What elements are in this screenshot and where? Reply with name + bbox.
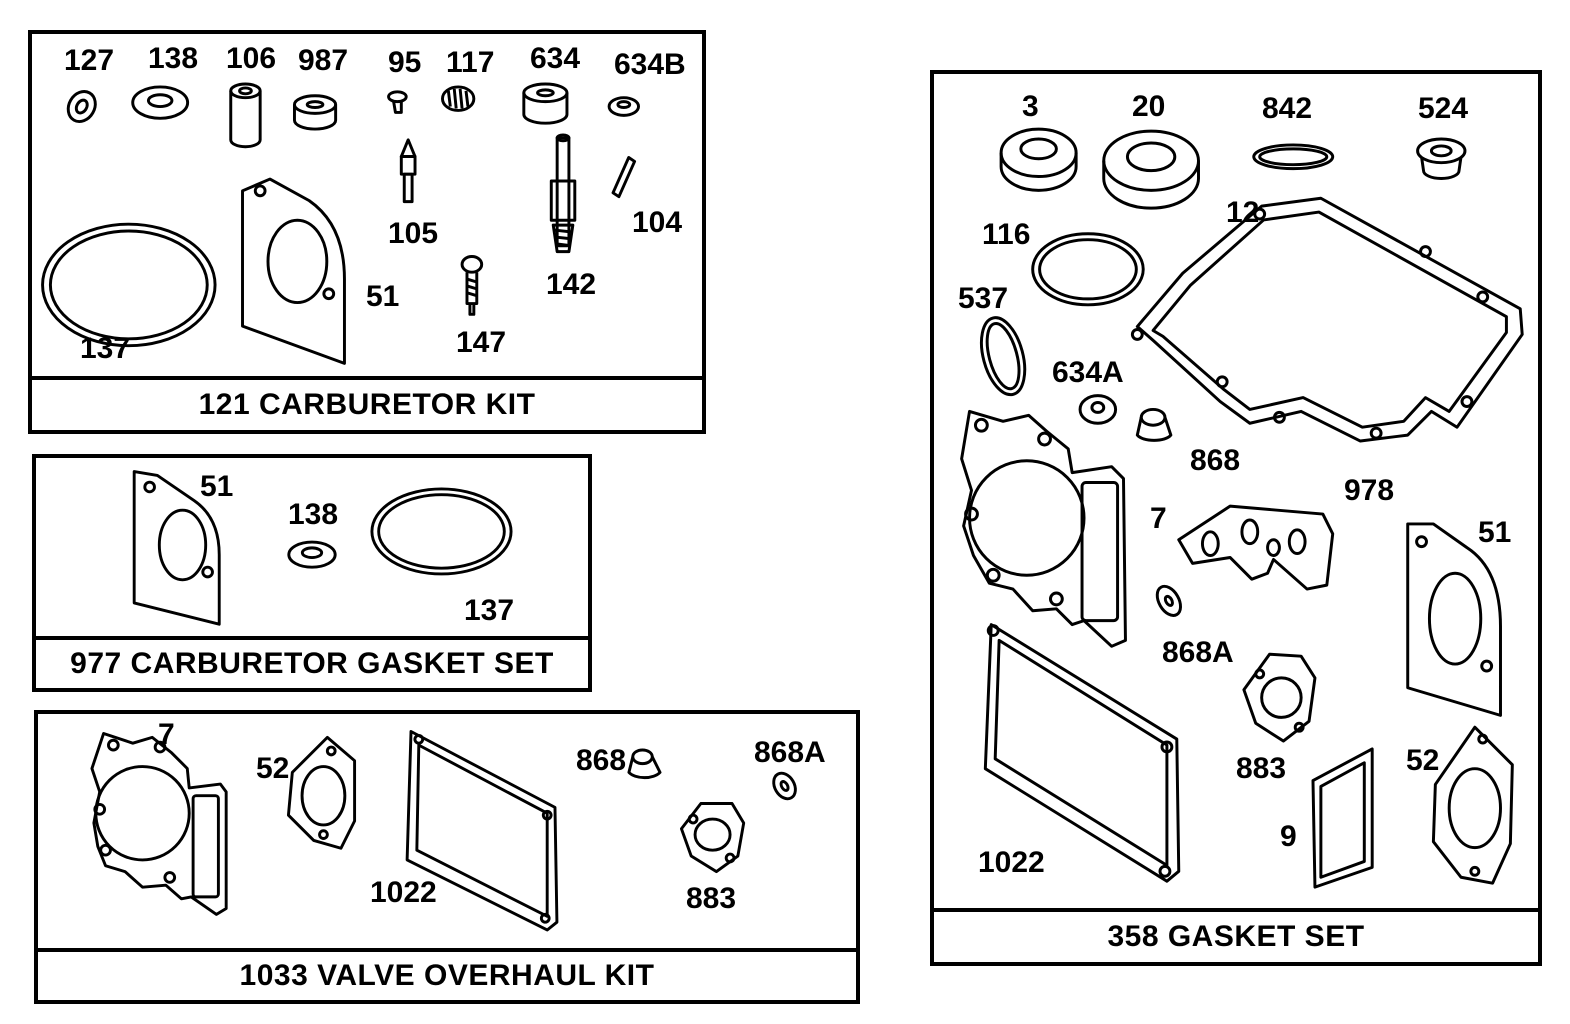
part-634a-washer-icon xyxy=(1078,394,1118,425)
callout-987: 987 xyxy=(298,44,349,77)
part-634b-washer-icon xyxy=(607,96,640,117)
callout-883: 883 xyxy=(686,882,737,915)
gasket-set-title: 358 GASKET SET xyxy=(934,908,1538,962)
part-51-gasket-icon xyxy=(1406,522,1502,717)
part-117-spring-icon xyxy=(441,85,476,112)
callout-634b: 634B xyxy=(614,48,686,81)
part-147-screw-icon xyxy=(460,255,484,316)
part-138-seal-icon xyxy=(287,540,337,569)
callout-105: 105 xyxy=(388,217,439,250)
callout-137: 137 xyxy=(80,332,131,365)
part-95-screw-icon xyxy=(387,90,408,114)
part-634-spacer-icon xyxy=(522,82,569,125)
callout-142: 142 xyxy=(546,268,597,301)
callout-117: 117 xyxy=(446,46,495,79)
part-127-washer-icon xyxy=(66,90,97,124)
callout-883: 883 xyxy=(1236,752,1287,785)
part-142-jet-icon xyxy=(549,133,577,254)
part-51-gasket-icon xyxy=(132,470,221,626)
part-137-gasket-ring-icon xyxy=(41,222,217,348)
part-9-gasket-icon xyxy=(1311,747,1374,889)
callout-95: 95 xyxy=(388,46,422,79)
callout-842: 842 xyxy=(1262,92,1313,125)
callout-52: 52 xyxy=(1406,744,1440,777)
carburetor-gasket-set-title: 977 CARBURETOR GASKET SET xyxy=(36,636,588,688)
part-524-plug-icon xyxy=(1416,137,1467,180)
part-52-intake-gasket-icon xyxy=(1431,725,1514,885)
carburetor-kit-panel: 127 138 106 987 95 117 634 634B 105 104 … xyxy=(28,30,706,434)
part-883-gasket-icon xyxy=(679,802,746,874)
callout-51: 51 xyxy=(1478,516,1512,549)
part-12-crankcase-gasket-icon xyxy=(1130,196,1524,443)
callout-3: 3 xyxy=(1022,90,1039,123)
part-105-needle-icon xyxy=(399,138,417,204)
callout-9: 9 xyxy=(1280,820,1297,853)
part-842-ring-icon xyxy=(1252,143,1335,171)
valve-overhaul-kit-title: 1033 VALVE OVERHAUL KIT xyxy=(38,948,856,1000)
callout-137: 137 xyxy=(464,594,515,627)
callout-634: 634 xyxy=(530,42,581,75)
part-51-gasket-icon xyxy=(241,177,346,365)
part-137-gasket-ring-icon xyxy=(370,487,513,576)
part-1022-cover-gasket-icon xyxy=(405,730,559,932)
valve-overhaul-kit-illustration xyxy=(90,730,797,932)
callout-51: 51 xyxy=(366,280,400,313)
gasket-set-illustration xyxy=(960,127,1524,889)
part-106-bushing-icon xyxy=(229,82,262,149)
callout-868: 868 xyxy=(1190,444,1241,477)
part-537-oring-icon xyxy=(979,316,1027,397)
part-1022-cover-gasket-icon xyxy=(983,623,1181,883)
callout-138: 138 xyxy=(148,42,199,75)
callout-537: 537 xyxy=(958,282,1009,315)
carburetor-kit-title: 121 CARBURETOR KIT xyxy=(32,376,702,430)
callout-7: 7 xyxy=(1150,502,1167,535)
callout-634a: 634A xyxy=(1052,356,1124,389)
callout-524: 524 xyxy=(1418,92,1469,125)
callout-20: 20 xyxy=(1132,90,1166,123)
part-978-breather-gasket-icon xyxy=(1177,504,1335,591)
part-883-gasket-icon xyxy=(1242,652,1317,743)
callout-12: 12 xyxy=(1226,196,1260,229)
callout-138: 138 xyxy=(288,498,339,531)
carburetor-gasket-set-illustration xyxy=(132,470,513,626)
callout-106: 106 xyxy=(226,42,277,75)
part-104-pin-icon xyxy=(611,156,637,199)
gasket-set-panel: 3 20 842 524 116 12 537 634A 868 7 978 5… xyxy=(930,70,1542,966)
part-20-seal-icon xyxy=(1102,129,1200,210)
part-868-seal-icon xyxy=(627,748,662,780)
carburetor-kit-parts-illustration xyxy=(41,82,640,365)
part-3-seal-icon xyxy=(999,127,1078,192)
callout-116: 116 xyxy=(982,218,1031,251)
part-7-head-gasket-icon xyxy=(960,409,1127,648)
part-138-seal-icon xyxy=(131,85,190,120)
part-868-seal-icon xyxy=(1135,407,1173,442)
part-987-ring-icon xyxy=(292,94,338,131)
part-116-ring-icon xyxy=(1031,232,1145,307)
callout-51: 51 xyxy=(200,470,234,503)
callout-868a: 868A xyxy=(1162,636,1234,669)
callout-147: 147 xyxy=(456,326,507,359)
part-7-head-gasket-icon xyxy=(90,731,228,916)
callout-1022: 1022 xyxy=(978,846,1045,879)
callout-1022: 1022 xyxy=(370,876,437,909)
callout-127: 127 xyxy=(64,44,115,77)
callout-868: 868 xyxy=(576,744,627,777)
callout-978: 978 xyxy=(1344,474,1395,507)
part-868a-washer-icon xyxy=(772,771,797,801)
part-868a-washer-icon xyxy=(1155,584,1183,617)
callout-868a: 868A xyxy=(754,736,826,769)
carburetor-gasket-set-panel: 51 138 137 977 CARBURETOR GASKET SET xyxy=(32,454,592,692)
callout-52: 52 xyxy=(256,752,290,785)
callout-104: 104 xyxy=(632,206,683,239)
valve-overhaul-kit-panel: 7 52 868 868A 1022 883 1033 VALVE OVERHA… xyxy=(34,710,860,1004)
callout-7: 7 xyxy=(158,718,175,751)
part-52-intake-gasket-icon xyxy=(286,735,357,850)
